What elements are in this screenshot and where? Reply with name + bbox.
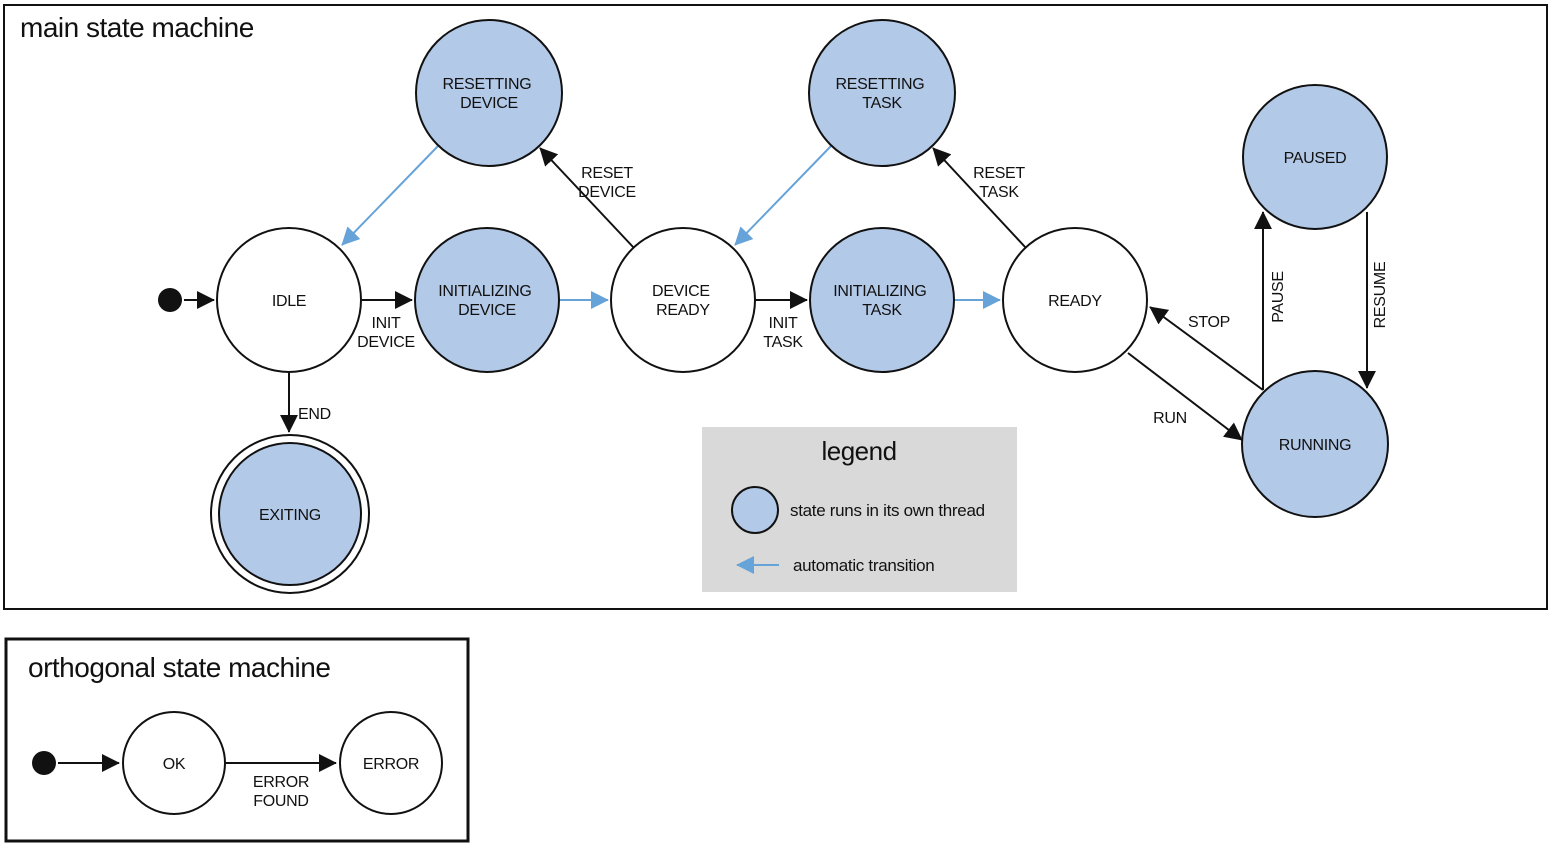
transition-label-run: RUN [1153,410,1187,427]
transition-running-to-ready [1149,306,1264,391]
state-resetting-device [415,19,563,167]
state-resetting-device-label: RESETTING DEVICE [442,76,535,112]
transition-label-error-found-line2: FOUND [253,793,308,810]
transition-label-resume: RESUME [1372,262,1389,329]
state-ok-label: OK [163,756,186,773]
transition-label-reset-task: RESET [973,165,1025,182]
state-exiting-label: EXITING [259,507,321,524]
transition-label-init-task-line2: TASK [763,334,803,351]
state-resetting-task-label: RESETTING TASK [835,76,928,112]
legend-thread-state-icon [731,486,779,534]
state-error-label: ERROR [363,756,419,773]
state-resetting-task [808,19,956,167]
transition-resetting-task-to-device-ready [734,145,832,246]
transition-label-reset-device-line2: DEVICE [578,184,636,201]
transition-label-stop: STOP [1188,314,1230,331]
main-state-machine-title: main state machine [20,12,254,43]
state-ok [122,711,226,815]
transition-label-error-found: ERROR [253,774,309,791]
orthogonal-state-machine-title: orthogonal state machine [28,652,330,683]
transition-ready-to-running [1127,352,1243,441]
initial-state-dot [158,288,182,312]
transition-label-end: END [298,406,331,423]
legend-title: legend [821,436,896,466]
transition-label-init-task: INIT [768,315,798,332]
transition-label-init-device: INIT [371,315,401,332]
state-initializing-device [414,227,560,373]
state-paused [1242,84,1388,230]
transition-device-ready-to-resetting-device [539,147,635,249]
state-exiting [218,442,362,586]
state-device-ready [610,227,756,373]
state-initializing-task-label: INITIALIZING TASK [833,283,930,319]
state-initializing-device-label: INITIALIZING DEVICE [438,283,535,319]
transition-label-reset-device: RESET [581,165,633,182]
state-running [1241,370,1389,518]
state-error [339,711,443,815]
state-paused-label: PAUSED [1284,150,1347,167]
state-idle [216,227,362,373]
legend-automatic-transition-label: automatic transition [793,556,934,575]
transition-label-reset-task-line2: TASK [979,184,1019,201]
transition-ready-to-resetting-task [932,147,1027,249]
legend-thread-state-label: state runs in its own thread [790,501,985,520]
state-initializing-task [809,227,955,373]
transition-resetting-device-to-idle [341,145,439,246]
state-running-label: RUNNING [1279,437,1352,454]
transition-label-pause: PAUSE [1270,271,1287,323]
state-idle-label: IDLE [272,293,306,310]
transition-label-init-device-line2: DEVICE [357,334,415,351]
state-ready-label: READY [1048,293,1102,310]
orthogonal-initial-state-dot [32,751,56,775]
state-ready [1002,227,1148,373]
state-device-ready-label: DEVICE READY [652,283,714,319]
